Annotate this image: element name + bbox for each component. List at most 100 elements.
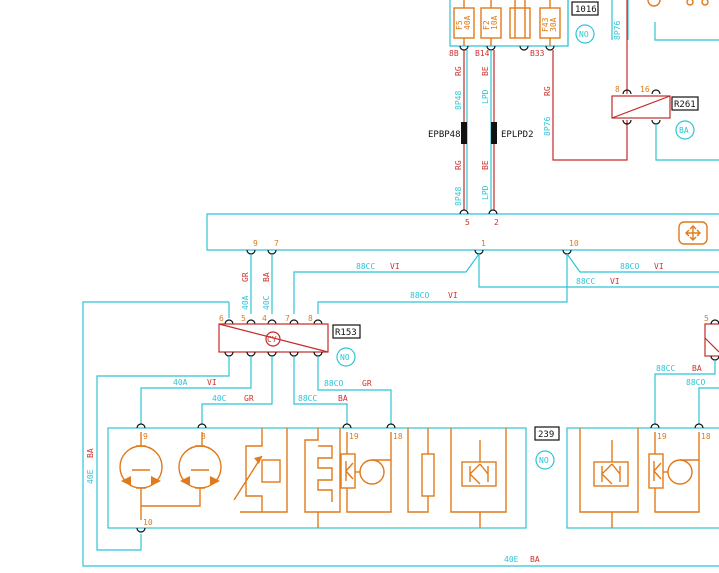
lower-wire-4-code: 88CO	[324, 379, 343, 388]
right-unit-pin-18: 18	[701, 432, 711, 441]
bus-pin-9: 9	[253, 239, 258, 248]
r153-badge: NO	[340, 353, 350, 362]
ground-code: 40E	[504, 555, 519, 564]
top-right-fragment: 8P76	[611, 0, 719, 41]
right-wire-1-code: 88CC	[656, 364, 675, 373]
wire-left-color-top: RG	[454, 66, 463, 76]
bus-wires: GR BA 88CC VI 88CC VI 88CO VI 88CO VI	[241, 253, 719, 314]
wire-9-color: GR	[241, 272, 250, 282]
top-right-code: 8P76	[613, 21, 622, 40]
wire-w4-code: 88CC	[576, 277, 595, 286]
wire-r261: RG 8P76	[543, 50, 628, 161]
ground-left-color: BA	[86, 448, 95, 458]
relay-r261-ref: R261	[674, 100, 696, 110]
wire-w3-color: VI	[448, 291, 458, 300]
module-r153: 40A 40C 6 5 4 7 8 CY R153 NO	[218, 295, 361, 367]
wire-w2-color: VI	[654, 262, 664, 271]
diode-pair-icon	[450, 428, 507, 528]
lower-wire-4-color: GR	[362, 379, 372, 388]
ground-loop: 40E BA 40E BA	[82, 301, 719, 567]
fuse-pin-b33: B33	[530, 49, 545, 58]
wire-w2-code: 88CO	[620, 262, 639, 271]
main-bus: 5 2 9 7 1 10	[206, 209, 719, 255]
bus-pin-5: 5	[465, 218, 470, 227]
fuse-f2-rating: 10A	[490, 15, 499, 30]
unit-239-pin-8: 8	[201, 432, 206, 441]
relay-r261-pin-8: 8	[615, 85, 620, 94]
r153-pin-5: 5	[241, 314, 246, 323]
right-partial-module: 5 88CC BA 88CO 19 18	[566, 314, 719, 529]
unit-239-pin-10: 10	[143, 518, 153, 527]
fuse-box-ref: 1016	[575, 5, 597, 15]
fuse-f2-label: F2	[482, 20, 491, 30]
wire-left-code-bottom: 8P48	[454, 187, 463, 206]
relay-r261-pin-16: 16	[640, 85, 650, 94]
unit-239-pin-19: 19	[349, 432, 359, 441]
motor-2-icon	[141, 432, 222, 507]
lower-wires: 40A VI 40C GR 88CC BA 88CO GR	[140, 356, 392, 424]
relay-r261-badge: BA	[679, 126, 689, 135]
wire-left-code-top: 8P48	[454, 91, 463, 110]
r153-pin-7: 7	[285, 314, 290, 323]
ground-color: BA	[530, 555, 540, 564]
r153-center-label: CY	[267, 335, 277, 344]
wire-right-color-top: BE	[481, 66, 490, 76]
motor-1-icon	[119, 432, 163, 520]
fuse-f43-rating: 30A	[549, 17, 558, 32]
fuse-f43-label: F43	[541, 17, 550, 32]
wire-right-code-top: LPD	[481, 89, 490, 104]
wire-w3-code: 88CO	[410, 291, 429, 300]
unit-239-ref: 239	[538, 430, 554, 440]
relay-r261: 8 16 R261 BA	[611, 0, 719, 161]
lower-wire-3-color: BA	[338, 394, 348, 403]
bus-pin-10: 10	[569, 239, 579, 248]
right-diode-pair-icon	[579, 428, 639, 528]
lower-wire-2-code: 40C	[212, 394, 227, 403]
r153-ref: R153	[335, 328, 357, 338]
wire-7-color: BA	[262, 272, 271, 282]
lower-wire-1-code: 40A	[173, 378, 188, 387]
heater-icon	[304, 428, 341, 528]
right-module-pin-5: 5	[704, 314, 709, 323]
connector-left-label: EPBP48	[428, 130, 461, 140]
fuse-pin-8b: 8B	[449, 49, 459, 58]
unit-239: 9 8 19 18 10 239 NO	[107, 423, 560, 533]
fuse-f5-rating: 40A	[463, 15, 472, 30]
connector-epbp48	[461, 122, 467, 144]
right-wire-1-color: BA	[692, 364, 702, 373]
ground-left-code: 40E	[86, 469, 95, 484]
fuse-f5-label: F5	[455, 20, 464, 30]
fuse-box-1016: F5 40A F2 10A F43 30A 8B B14 B33 1016 NO	[449, 0, 599, 58]
resistor-icon	[407, 428, 435, 513]
lower-wire-3-code: 88CC	[298, 394, 317, 403]
r153-pin-8: 8	[308, 314, 313, 323]
wire-right-code-bottom: LPD	[481, 185, 490, 200]
right-motor-icon	[648, 432, 700, 513]
fuse-pin-b14: B14	[475, 49, 490, 58]
wire-right-color-mid: BE	[481, 160, 490, 170]
motor-3-icon	[340, 432, 392, 513]
fuse-box-badge: NO	[579, 30, 589, 39]
right-wire-2-code: 88CO	[686, 378, 705, 387]
wire-left-color-mid: RG	[454, 160, 463, 170]
lower-wire-2-color: GR	[244, 394, 254, 403]
wire-w1-code: 88CC	[356, 262, 375, 271]
r153-code-40c: 40C	[262, 295, 271, 310]
lower-wire-1-color: VI	[207, 378, 217, 387]
r153-code-40a: 40A	[241, 295, 250, 310]
position-sensor-icon	[233, 428, 288, 513]
wire-w1-color: VI	[390, 262, 400, 271]
r153-pin-4: 4	[262, 314, 267, 323]
right-unit-pin-19: 19	[657, 432, 667, 441]
unit-239-pin-18: 18	[393, 432, 403, 441]
wire-r261-color: RG	[543, 86, 552, 96]
bus-pin-7: 7	[274, 239, 279, 248]
wire-r261-code: 8P76	[543, 117, 552, 136]
wire-w4-color: VI	[610, 277, 620, 286]
move-icon[interactable]	[678, 221, 708, 245]
bus-pin-2: 2	[494, 218, 499, 227]
connector-eplpd2	[491, 122, 497, 144]
fuse-block	[509, 7, 531, 39]
bus-pin-1: 1	[481, 239, 486, 248]
